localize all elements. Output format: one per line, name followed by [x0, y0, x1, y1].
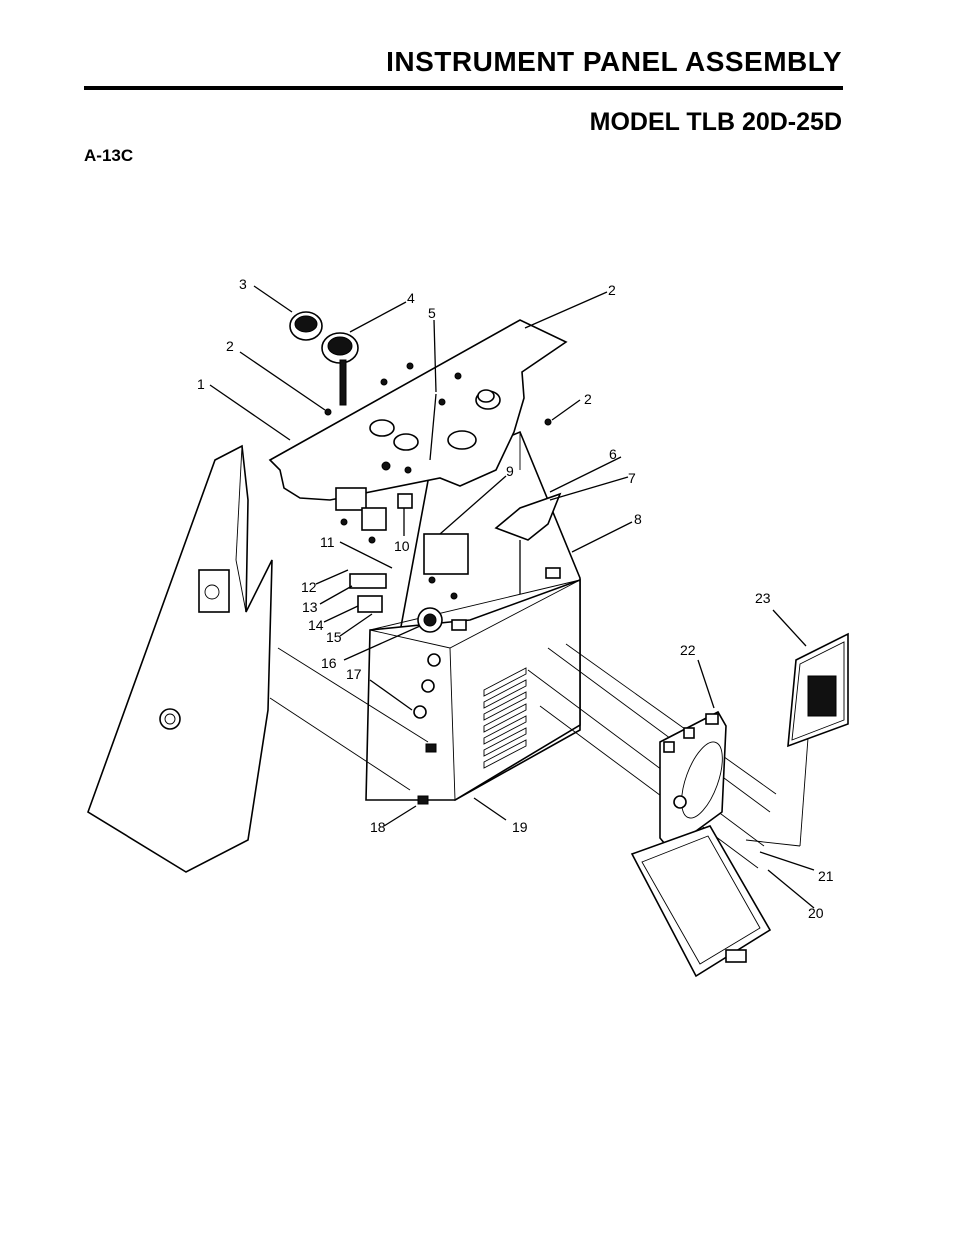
callout-2-top-right: 2	[608, 282, 616, 298]
decal-sheet	[787, 632, 849, 748]
callout-16: 16	[321, 655, 337, 671]
callout-1: 1	[197, 376, 205, 392]
title-divider	[84, 86, 843, 90]
page-title: INSTRUMENT PANEL ASSEMBLY	[386, 46, 842, 77]
small-hardware	[324, 362, 562, 805]
callout-3: 3	[239, 276, 247, 292]
callout-8: 8	[634, 511, 642, 527]
callout-21: 21	[818, 868, 834, 884]
figure-code: A-13C	[84, 146, 134, 165]
callout-4: 4	[407, 290, 415, 306]
projection-lines	[269, 643, 809, 869]
callout-2-left: 2	[226, 338, 234, 354]
callout-leaders	[209, 285, 815, 909]
callout-13: 13	[302, 599, 318, 615]
front-cover	[365, 578, 581, 801]
gauge-indicator	[321, 332, 359, 406]
callout-11: 11	[320, 534, 335, 550]
side-cover	[87, 444, 273, 873]
callout-5: 5	[428, 305, 436, 321]
top-panel-plate	[268, 319, 568, 501]
callout-14: 14	[308, 617, 324, 633]
callout-7: 7	[628, 470, 636, 486]
callout-19: 19	[512, 819, 528, 835]
callout-labels: 1 2 2 2 3 4 5 6 7 8 9 10 11 12 13 14 15 …	[197, 276, 834, 921]
callout-23: 23	[755, 590, 771, 606]
vent-slots	[483, 667, 527, 769]
callout-10: 10	[394, 538, 410, 554]
callout-15: 15	[326, 629, 342, 645]
callout-18: 18	[370, 819, 386, 835]
callout-6: 6	[609, 446, 617, 462]
model-title: MODEL TLB 20D-25D	[589, 108, 842, 136]
mounting-bracket	[659, 710, 727, 852]
callout-2-right: 2	[584, 391, 592, 407]
callout-22: 22	[680, 642, 696, 658]
callout-17: 17	[346, 666, 362, 682]
callout-9: 9	[506, 463, 514, 479]
gauge-hour-meter	[289, 311, 323, 341]
callout-20: 20	[808, 905, 824, 921]
callout-12: 12	[301, 579, 317, 595]
lower-floor-panel	[630, 825, 772, 978]
